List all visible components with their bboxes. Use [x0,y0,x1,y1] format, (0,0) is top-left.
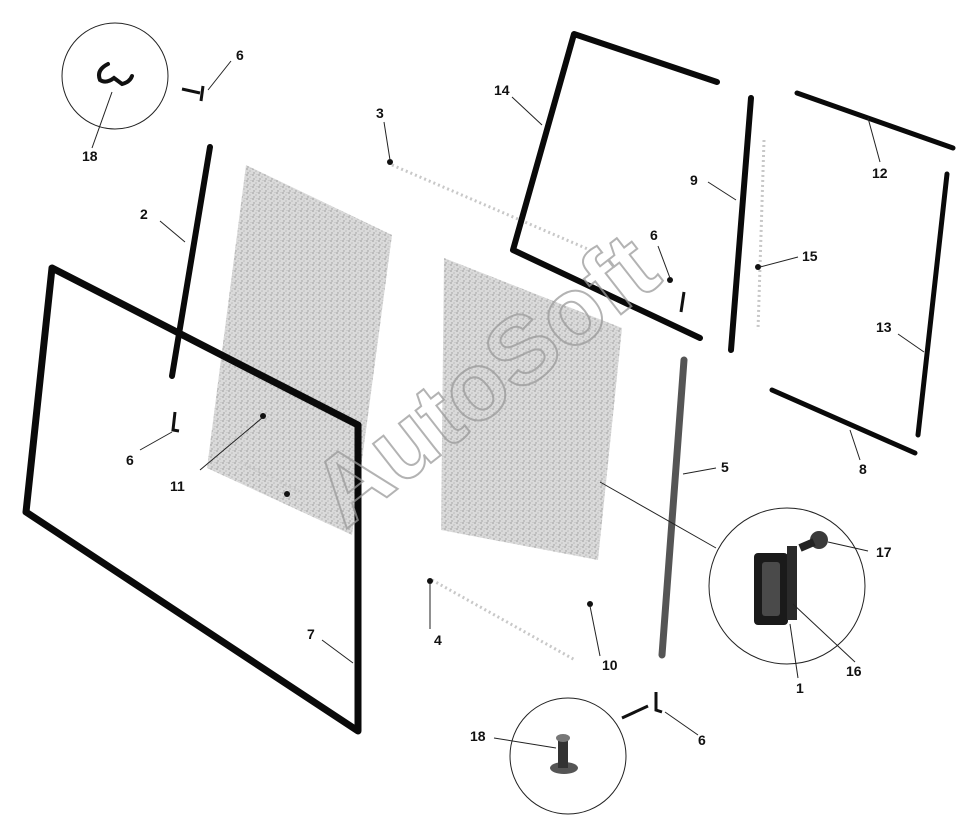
upper-right-frame [510,31,720,341]
clip-detail-icon [97,62,134,87]
callout-14: 14 [494,82,510,98]
callout-11: 11 [170,478,185,494]
vertical-seal-strip-13 [915,171,950,438]
callout-17: 17 [876,544,892,560]
part-marker [387,159,393,165]
callout-6: 6 [126,452,134,468]
bottom-seal-strip-8 [769,387,918,456]
callout-4: 4 [434,632,442,648]
callout-9: 9 [690,172,698,188]
callout-2: 2 [140,206,148,222]
left-lower-channel-ghost [239,460,301,494]
callout-8: 8 [859,461,867,477]
clip-icon [679,291,686,313]
top-seal-strip-12 [794,90,956,151]
part-marker [587,601,593,607]
callout-6: 6 [650,227,658,243]
part-marker [755,264,761,270]
center-glass-panel [441,258,622,560]
callout-15: 15 [802,248,818,264]
callout-13: 13 [876,319,892,335]
part-marker [260,413,266,419]
lower-channel-ghost [431,578,576,662]
callout-10: 10 [602,657,618,673]
leader-lines [91,60,925,749]
clip-icon [181,85,205,102]
callout-18: 18 [470,728,486,744]
callout-16: 16 [846,663,862,679]
part-marker [667,277,673,283]
callout-12: 12 [872,165,888,181]
part-marker [427,578,433,584]
callout-5: 5 [721,459,729,475]
callout-1: 1 [796,680,804,696]
vertical-seal-strip-5 [658,356,688,659]
callout-6: 6 [236,47,244,63]
front-window-frame [22,264,362,735]
part-marker [284,491,290,497]
right-vertical-ghost [756,139,766,331]
callout-7: 7 [307,626,315,642]
vertical-seal-strip-9 [728,95,754,353]
callout-18: 18 [82,148,98,164]
left-glass-panel [207,165,392,535]
clip-icon [621,692,663,720]
clip-icon [171,411,180,433]
bracket-detail-icon [754,531,828,625]
callout-3: 3 [376,105,384,121]
detail-circle-clip [61,22,169,130]
fastener-detail-icon [550,734,578,774]
upper-channel-ghost [391,163,591,252]
vertical-seal-strip-2 [169,144,213,379]
callout-6: 6 [698,732,706,748]
